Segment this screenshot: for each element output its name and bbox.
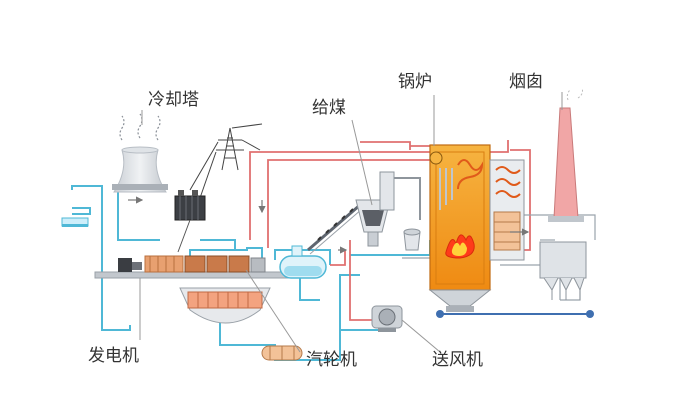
flow-arrows <box>128 196 530 254</box>
feedwater-heater <box>261 345 303 361</box>
boiler <box>428 144 492 312</box>
label-cooling-tower: 冷却塔 <box>148 90 199 110</box>
steam-pipes <box>249 140 531 321</box>
coal-conveyor <box>307 203 363 255</box>
label-chimney: 烟囱 <box>509 72 543 92</box>
precipitator <box>539 241 587 300</box>
ash-conveyor <box>436 310 594 318</box>
label-boiler: 锅炉 <box>398 72 432 92</box>
coal-feed-leader <box>351 119 373 206</box>
label-generator: 发电机 <box>88 346 139 366</box>
cooling-tower <box>112 113 168 193</box>
forced-draft-fan <box>371 305 403 332</box>
water-basin <box>61 217 89 227</box>
turbine-generator-train <box>94 255 296 279</box>
blower-leader <box>401 319 441 353</box>
transmission-tower <box>189 123 263 199</box>
transformer <box>174 190 206 253</box>
coal-bunker <box>355 171 421 251</box>
convection-pass <box>489 159 525 261</box>
turbine-leader <box>245 269 301 353</box>
deaerator-tank <box>279 245 327 279</box>
label-coal-feed: 给煤 <box>312 98 346 118</box>
chimney <box>548 87 584 222</box>
label-blower: 送风机 <box>432 350 483 370</box>
condenser <box>179 287 271 324</box>
label-turbine: 汽轮机 <box>306 350 357 370</box>
